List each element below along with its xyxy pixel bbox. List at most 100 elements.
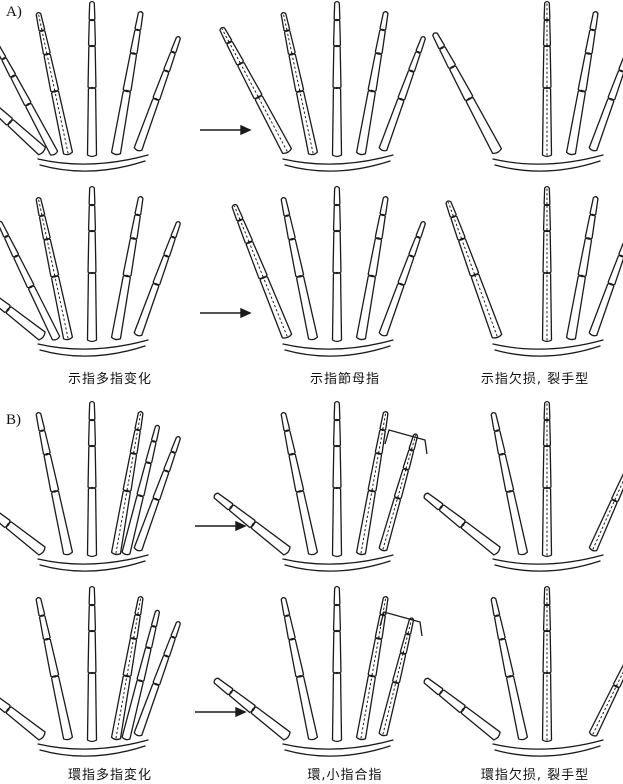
bone [614, 659, 623, 688]
bone [88, 488, 97, 557]
bone [89, 420, 96, 447]
bone [36, 598, 44, 617]
hand-skeleton-icon [0, 187, 180, 357]
bone [112, 490, 131, 554]
caption-a-3: 示指欠损, 裂手型 [455, 368, 615, 387]
bone [251, 707, 290, 740]
bone [379, 284, 404, 336]
hand-skeleton-icon [214, 402, 417, 572]
bone [297, 91, 318, 155]
bone [333, 273, 342, 342]
bone [0, 690, 10, 712]
bone [40, 30, 51, 55]
bone [134, 684, 159, 736]
bone [36, 13, 44, 32]
bone [380, 412, 388, 431]
bone [0, 44, 6, 59]
bone [334, 2, 340, 21]
bone [333, 631, 341, 674]
bone [146, 441, 156, 463]
bone [153, 70, 169, 100]
bone [285, 430, 296, 455]
bone [11, 75, 31, 105]
bone [220, 28, 232, 44]
bone [130, 214, 140, 239]
bone [89, 187, 95, 206]
bone [357, 275, 376, 339]
bone [585, 29, 595, 54]
bone [171, 622, 180, 638]
bone [375, 29, 385, 54]
bone [0, 290, 10, 312]
hand-skeleton-icon [220, 2, 425, 172]
bone [589, 500, 617, 551]
bone [171, 437, 180, 453]
bone [590, 197, 598, 216]
bone [146, 626, 156, 648]
bone [440, 505, 465, 527]
bone [2, 58, 15, 77]
bone [36, 413, 44, 432]
bone [130, 429, 140, 454]
section-a-label: A) [6, 4, 22, 21]
bone [89, 587, 95, 606]
caption-b-3: 環指欠损, 裂手型 [455, 764, 615, 783]
bone [251, 522, 290, 555]
bone [134, 99, 159, 151]
caption-b-2: 環,小指合指 [265, 764, 425, 783]
bone [255, 96, 291, 153]
bone [88, 88, 97, 157]
bone [375, 614, 385, 639]
bone [578, 238, 591, 277]
bone [164, 237, 175, 257]
bone [357, 490, 376, 554]
bone [334, 587, 340, 606]
bone [89, 20, 96, 47]
bone [368, 53, 381, 92]
hand-skeleton-icon [232, 187, 425, 357]
bone [333, 46, 341, 89]
bone [544, 205, 551, 232]
bone [379, 497, 400, 550]
bone [334, 605, 341, 632]
bone [333, 673, 342, 742]
bone [590, 12, 598, 31]
bone [135, 197, 143, 216]
bone [112, 675, 131, 739]
hand-skeleton-icon [424, 402, 623, 572]
bone [112, 275, 131, 339]
hand-skeleton-icon [433, 2, 623, 172]
bone [44, 639, 58, 677]
bone [333, 446, 341, 489]
bone [164, 452, 175, 472]
bone [14, 255, 34, 287]
bone [230, 505, 255, 527]
bone [499, 454, 513, 492]
right-arrow-icon [200, 126, 250, 134]
bone [398, 255, 414, 285]
bone [433, 33, 445, 49]
bone [589, 99, 614, 151]
bone [88, 46, 96, 89]
bone [409, 237, 420, 257]
bone [491, 413, 499, 432]
bone [608, 255, 623, 285]
bone [171, 222, 180, 238]
bone [491, 598, 499, 617]
bone [230, 690, 255, 712]
bone [499, 639, 513, 677]
bone [567, 275, 586, 339]
bone [357, 675, 376, 739]
bone [619, 237, 623, 257]
bone [461, 707, 500, 740]
bone [137, 647, 151, 681]
right-arrow-icon [200, 309, 250, 317]
bone [379, 99, 404, 151]
bone [281, 598, 289, 617]
bone [461, 522, 500, 555]
bone [507, 491, 528, 555]
bone [334, 187, 340, 206]
caption-a-2: 示指節母指 [265, 368, 425, 387]
hand-skeleton-icon [0, 2, 180, 172]
